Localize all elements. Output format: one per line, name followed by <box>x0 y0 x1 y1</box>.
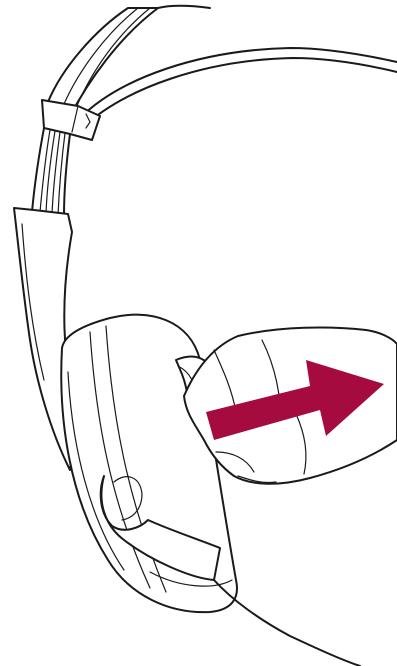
pull-arrow-icon <box>206 360 384 440</box>
headband <box>47 4 397 129</box>
left-hand <box>99 475 361 666</box>
extension-rails <box>31 127 71 217</box>
